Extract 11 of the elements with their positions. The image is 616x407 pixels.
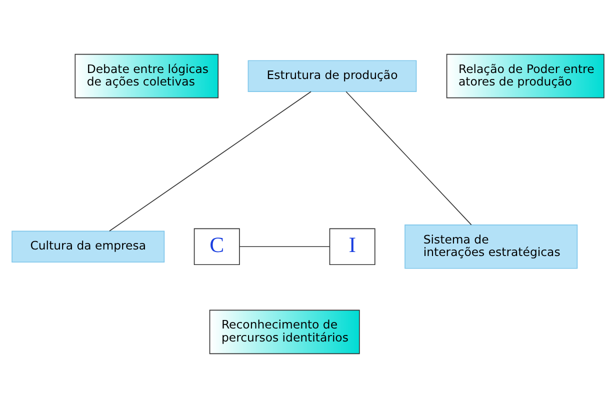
node-box: I bbox=[329, 228, 376, 265]
node-box: C bbox=[194, 228, 240, 265]
node-box: Cultura da empresa bbox=[12, 230, 165, 262]
node-box: Relação de Poder entre atores de produção bbox=[446, 53, 604, 98]
node-box: Sistema de interações estratégicas bbox=[404, 224, 578, 268]
node-box: Reconhecimento de percursos identitários bbox=[209, 309, 360, 354]
node-box: Estrutura de produção bbox=[248, 60, 417, 92]
connector bbox=[239, 246, 330, 247]
connector bbox=[109, 90, 312, 231]
node-box: Debate entre lógicas de ações coletivas bbox=[74, 53, 219, 98]
connector bbox=[346, 90, 472, 225]
